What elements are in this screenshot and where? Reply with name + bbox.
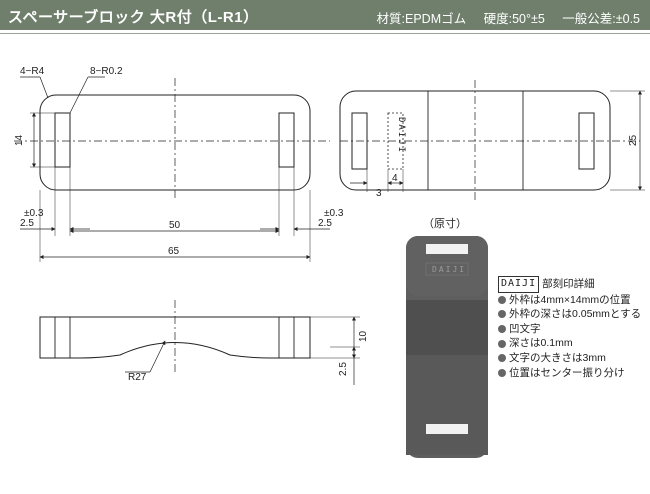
hardness-spec: 硬度:50°±5 — [483, 12, 545, 26]
tol-left-a: ±0.3 — [24, 208, 44, 219]
material-spec: 材質:EPDMゴム — [376, 12, 467, 26]
photo-emboss-frame — [425, 262, 469, 276]
legend-item: 深さは0.1mm — [498, 336, 641, 351]
right-slot — [278, 112, 295, 168]
tolerance-spec: 一般公差:±0.5 — [562, 12, 640, 26]
spec-line: 材質:EPDMゴム 硬度:50°±5 一般公差:±0.5 — [363, 8, 640, 27]
thickness-2-5-label: 2.5 — [338, 362, 349, 376]
tol-right-a: ±0.3 — [324, 208, 344, 219]
header-bar: スペーサーブロック 大R付（L-R1） 材質:EPDMゴム 硬度:50°±5 一… — [0, 0, 650, 30]
side-view — [39, 300, 360, 385]
emboss-text: DAIJI — [396, 117, 406, 154]
left-slot — [54, 112, 71, 168]
bullet-icon — [498, 325, 506, 334]
header-divider — [0, 33, 650, 34]
width-25-label: 25 — [628, 134, 639, 146]
page-title: スペーサーブロック 大R付（L-R1） — [8, 9, 259, 26]
full-scale-part — [406, 236, 488, 458]
photo-slot-top — [426, 244, 468, 254]
legend-item: 外枠の深さは0.05mmとする — [498, 307, 641, 322]
length-65-label: 65 — [168, 246, 180, 257]
corner-radius-label: 4−R4 — [20, 66, 45, 77]
legend-item: 位置はセンター振り分け — [498, 366, 641, 381]
bullet-icon — [498, 339, 506, 348]
legend-item: 文字の大きさは3mm — [498, 351, 641, 366]
photo-slot-bottom — [426, 424, 468, 434]
span-50-label: 50 — [169, 220, 181, 231]
legend-head-text: 部刻印詳細 — [542, 278, 595, 290]
dim-3-label: 3 — [376, 188, 382, 199]
arc-radius-label: R27 — [128, 372, 147, 383]
bullet-icon — [498, 310, 506, 319]
bullet-icon — [498, 354, 506, 363]
legend-head: DAIJI 部刻印詳細 — [498, 276, 641, 293]
thickness-10-label: 10 — [358, 330, 369, 342]
bullet-icon — [498, 368, 506, 377]
height-14-label: 14 — [14, 134, 25, 146]
top-view — [14, 76, 330, 262]
slot-radius-label: 8−R0.2 — [90, 66, 123, 77]
legend-item: 外枠は4mm×14mmの位置 — [498, 293, 641, 308]
emboss-legend: DAIJI 部刻印詳細 外枠は4mm×14mmの位置 外枠の深さは0.05mmと… — [498, 276, 641, 380]
top-view-right — [339, 80, 645, 200]
legend-head-box: DAIJI — [498, 276, 540, 293]
photo-emboss-text: DAIJI — [432, 265, 466, 274]
dim-4-label: 4 — [392, 173, 398, 184]
legend-item: 凹文字 — [498, 322, 641, 337]
bullet-icon — [498, 295, 506, 304]
full-scale-label: （原寸） — [423, 216, 467, 230]
tol-left-b: 2.5 — [20, 218, 34, 229]
tol-right-b: 2.5 — [318, 218, 332, 229]
